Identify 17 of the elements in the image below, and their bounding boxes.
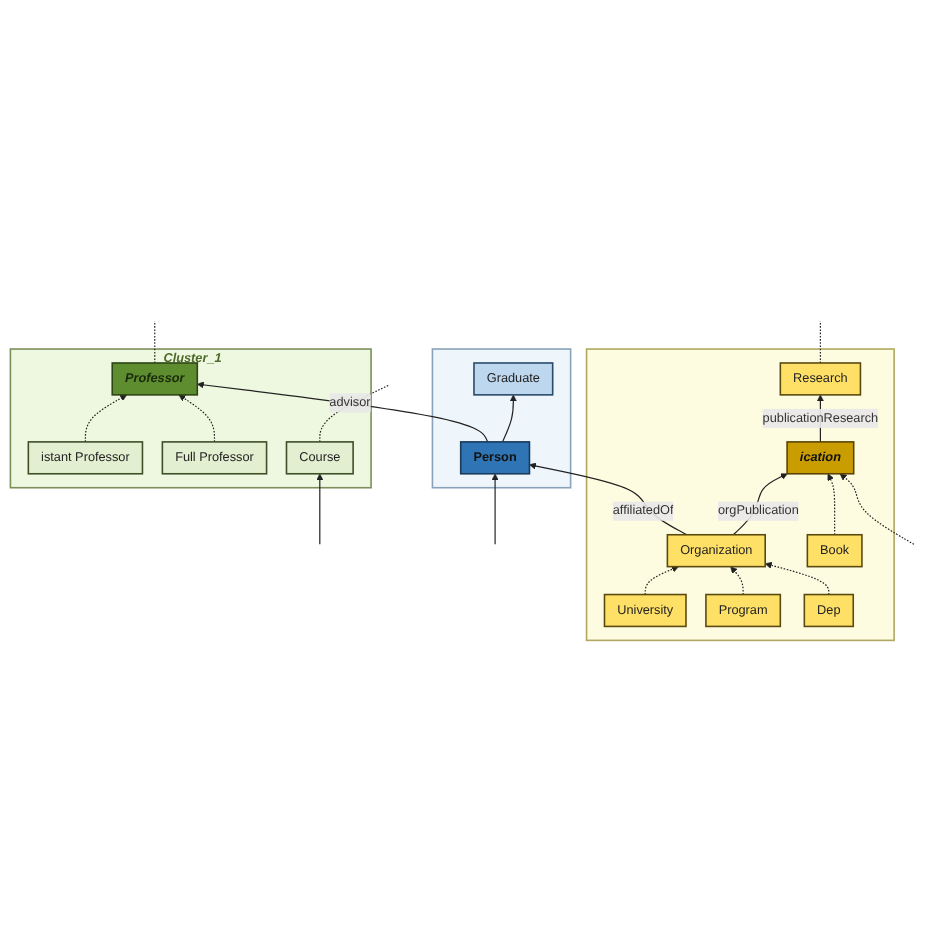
- arrow: [730, 565, 744, 595]
- arrow: [764, 561, 830, 595]
- arrow: [84, 394, 128, 443]
- arrow: [839, 473, 915, 545]
- arrow: [827, 473, 836, 535]
- arrow: [316, 473, 324, 545]
- connector: [154, 320, 156, 364]
- arrow: [196, 381, 489, 443]
- connector: [319, 384, 390, 443]
- arrow: [491, 473, 499, 545]
- arrow: [644, 565, 679, 595]
- arrow: [501, 394, 517, 443]
- cluster: [585, 347, 895, 641]
- cluster: [431, 347, 572, 489]
- connector: [819, 320, 821, 364]
- arrow: [529, 462, 688, 535]
- arrow: [178, 394, 216, 443]
